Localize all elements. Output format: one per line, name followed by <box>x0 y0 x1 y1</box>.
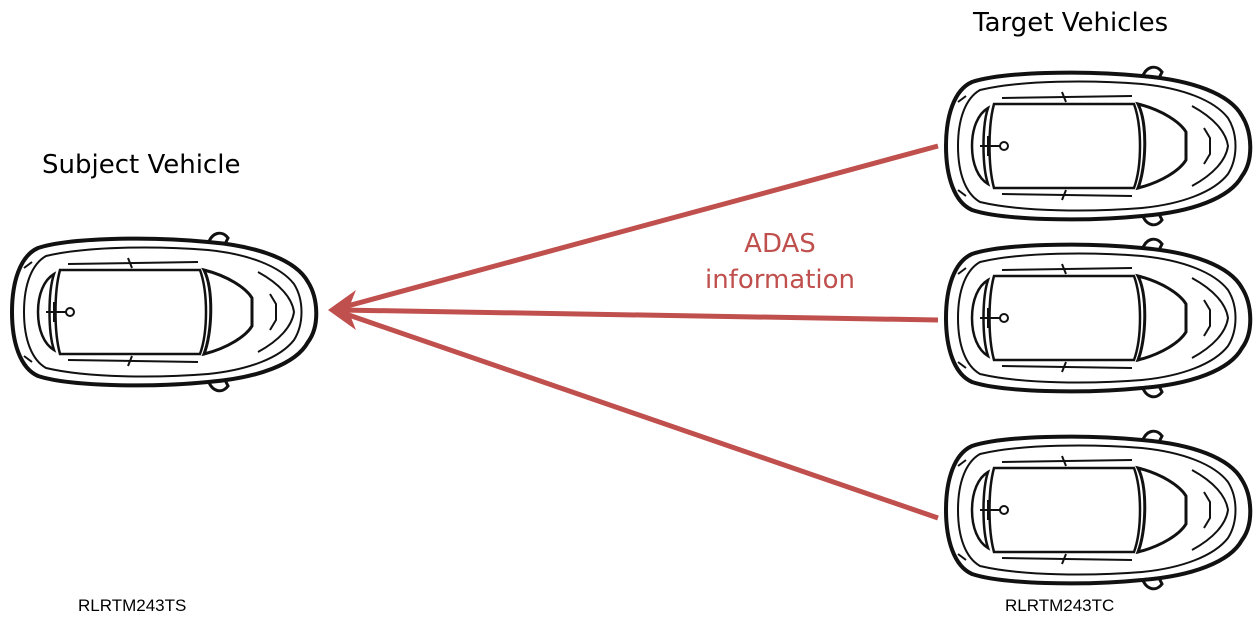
subject-vehicle-code: RLRTM243TS <box>78 596 187 615</box>
adas-label-line1: ADAS <box>744 229 816 259</box>
adas-arrow-top <box>339 143 939 311</box>
subject-vehicle <box>10 231 319 393</box>
target-vehicle-2 <box>944 237 1253 399</box>
target-vehicles-label: Target Vehicles <box>973 8 1169 38</box>
subject-vehicle-label: Subject Vehicle <box>42 150 241 180</box>
target-vehicles-code: RLRTM243TC <box>1005 596 1115 615</box>
target-vehicle-3 <box>944 429 1253 591</box>
adas-arrow-bottom <box>339 309 939 521</box>
adas-arrow-middle <box>339 307 939 323</box>
adas-label-line2: information <box>704 265 856 295</box>
arrowhead <box>328 290 356 330</box>
target-vehicle-1 <box>944 65 1253 227</box>
adas-information-label: ADAS information <box>660 226 900 298</box>
